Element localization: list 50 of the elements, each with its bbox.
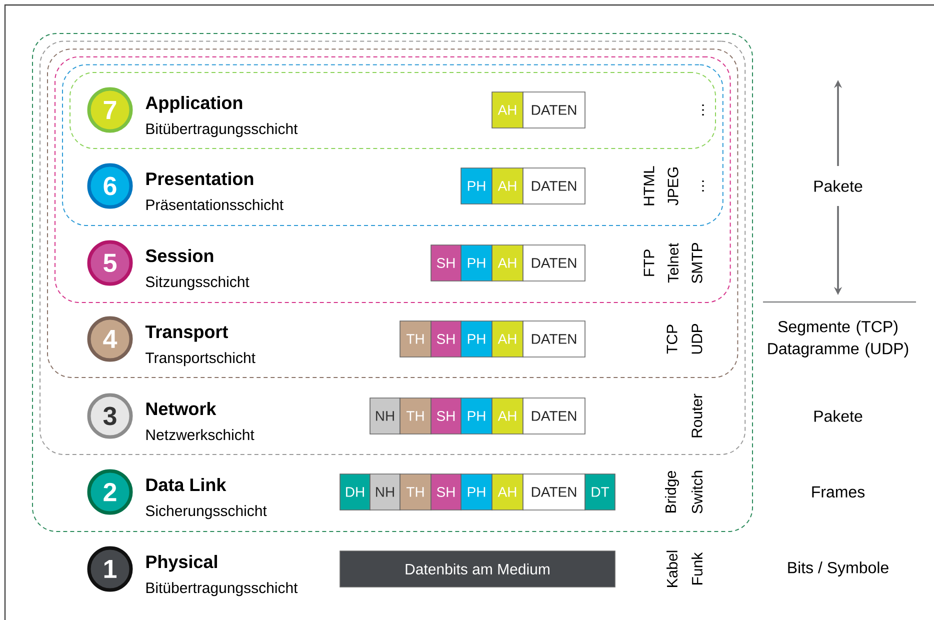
protocol-label: … [702,180,704,192]
protocol-label: SMTP [692,242,702,284]
header-cell: SH [430,320,462,358]
header-cell: DATEN [522,244,586,282]
unit-label: Segmente (TCP) Datagramme (UDP) [768,320,908,358]
layer-subtitle: Bitübertragungsschicht [146,582,298,596]
protocol-label: FTP [644,250,654,276]
header-cell: PH [460,244,492,282]
header-cell: TH [400,398,432,434]
header-cell: DT [584,474,616,510]
protocol-label: Funk [692,552,702,584]
header-cell: NH [370,398,400,434]
protocol-label: … [702,104,704,116]
header-cell: PH [460,168,492,204]
protocol-label: Router [692,394,702,438]
header-cell: SH [430,474,462,510]
protocol-label: UDP [692,324,702,354]
header-cell: PH [460,474,492,510]
header-cell: AH [492,168,524,204]
protocol-label: HTML [644,166,654,206]
header-cell: DH [340,474,370,510]
protocol-label: Kabel [666,550,678,587]
unit-label: Pakete [814,410,862,422]
header-cell: AH [492,320,524,358]
protocol-label: TCP [666,324,678,354]
protocol-label: JPEG [668,168,678,206]
unit-label: Frames [812,486,865,498]
header-cell: AH [492,398,524,434]
header-cell: PH [460,398,492,434]
header-cell: DATEN [522,398,586,434]
protocol-label: Switch [692,470,702,514]
header-cell: DATEN [522,320,586,358]
header-cell: SH [430,398,462,434]
layer-title: Physical [146,554,217,572]
header-cell: AH [492,244,524,282]
data-bar: Datenbits am Medium [340,550,616,588]
header-cell: TH [400,320,432,358]
header-cell: DATEN [522,474,586,510]
unit-label: Pakete [814,180,862,192]
header-cell: AH [492,92,524,128]
header-cell: SH [430,244,462,282]
header-cell: AH [492,474,524,510]
header-cell: TH [400,474,432,510]
header-cell: PH [460,320,492,358]
header-cell: DATEN [522,168,586,204]
header-cell: DATEN [522,92,586,128]
unit-label: Bits / Symbole [788,562,888,576]
protocol-label: Telnet [668,243,678,283]
protocol-label: Bridge [665,471,679,512]
header-cell: NH [370,474,400,510]
